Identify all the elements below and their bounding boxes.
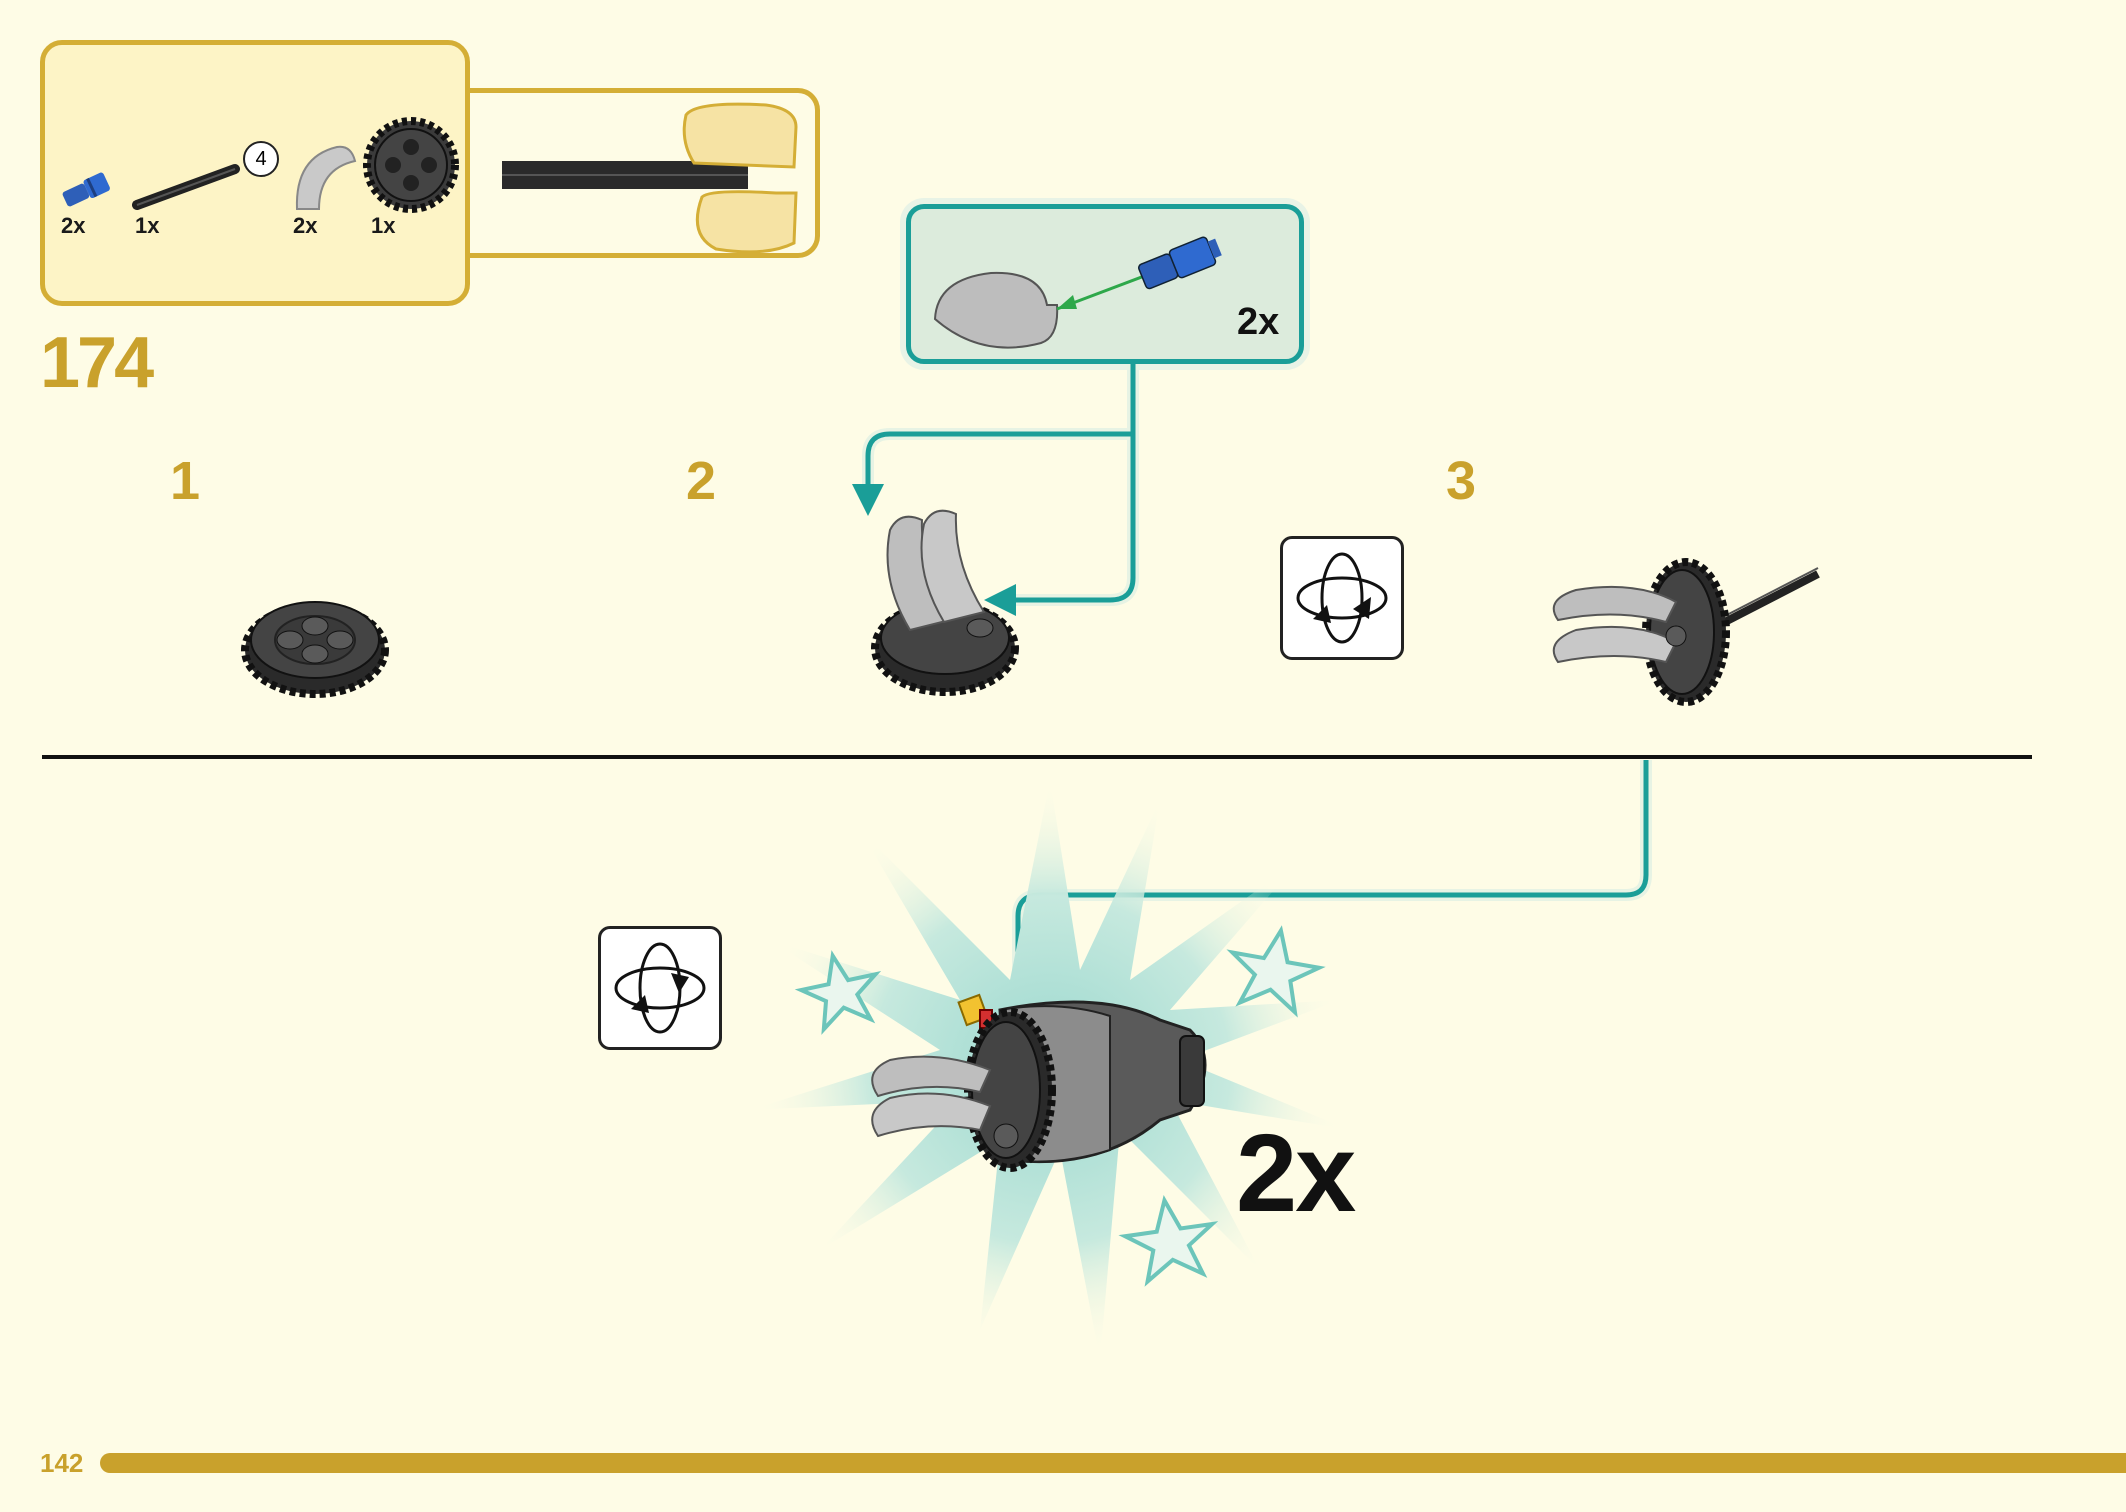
page-number: 142 xyxy=(40,1448,84,1478)
blue-axle-pin-icon xyxy=(62,172,110,207)
part-qty: 2x xyxy=(61,213,86,238)
part-qty: 1x xyxy=(371,213,396,238)
gear-24-tooth-icon xyxy=(363,117,459,213)
parts-list: 2x 4 1x 2x 1x xyxy=(40,40,470,306)
step-number: 174 xyxy=(40,323,154,403)
star-icon xyxy=(1226,925,1326,1018)
axle-length-box xyxy=(466,88,820,258)
gear-with-panels-illustration xyxy=(871,509,1019,696)
final-qty: 2x xyxy=(1236,1112,1356,1235)
page-progress-bar xyxy=(100,1453,2126,1473)
substep-2-number: 2 xyxy=(686,451,717,511)
rotate-model-icon xyxy=(1280,536,1404,660)
rotate-arrows-icon xyxy=(1296,552,1388,644)
axle-length-guide-icon xyxy=(502,102,798,254)
pin-into-panel-illustration xyxy=(933,236,1222,349)
black-axle-icon xyxy=(132,164,240,210)
gear-24-tooth-icon xyxy=(241,601,389,698)
star-icon xyxy=(794,950,882,1035)
gray-curved-panel-icon xyxy=(295,145,357,210)
part-qty: 2x xyxy=(293,213,318,238)
rotate-arrows-icon xyxy=(614,942,706,1034)
subassembly-callout: 2x xyxy=(906,204,1304,364)
rotated-gear-assembly-illustration xyxy=(1552,558,1820,706)
substep-3-number: 3 xyxy=(1446,451,1477,511)
substep-1-number: 1 xyxy=(170,451,201,511)
axle-length-badge: 4 xyxy=(243,141,279,177)
section-divider xyxy=(42,755,2032,759)
final-motor-assembly-illustration xyxy=(871,993,1207,1172)
subassembly-qty: 2x xyxy=(1237,301,1280,343)
star-icon xyxy=(1118,1195,1219,1287)
part-qty: 1x xyxy=(135,213,160,238)
rotate-model-icon xyxy=(598,926,722,1050)
